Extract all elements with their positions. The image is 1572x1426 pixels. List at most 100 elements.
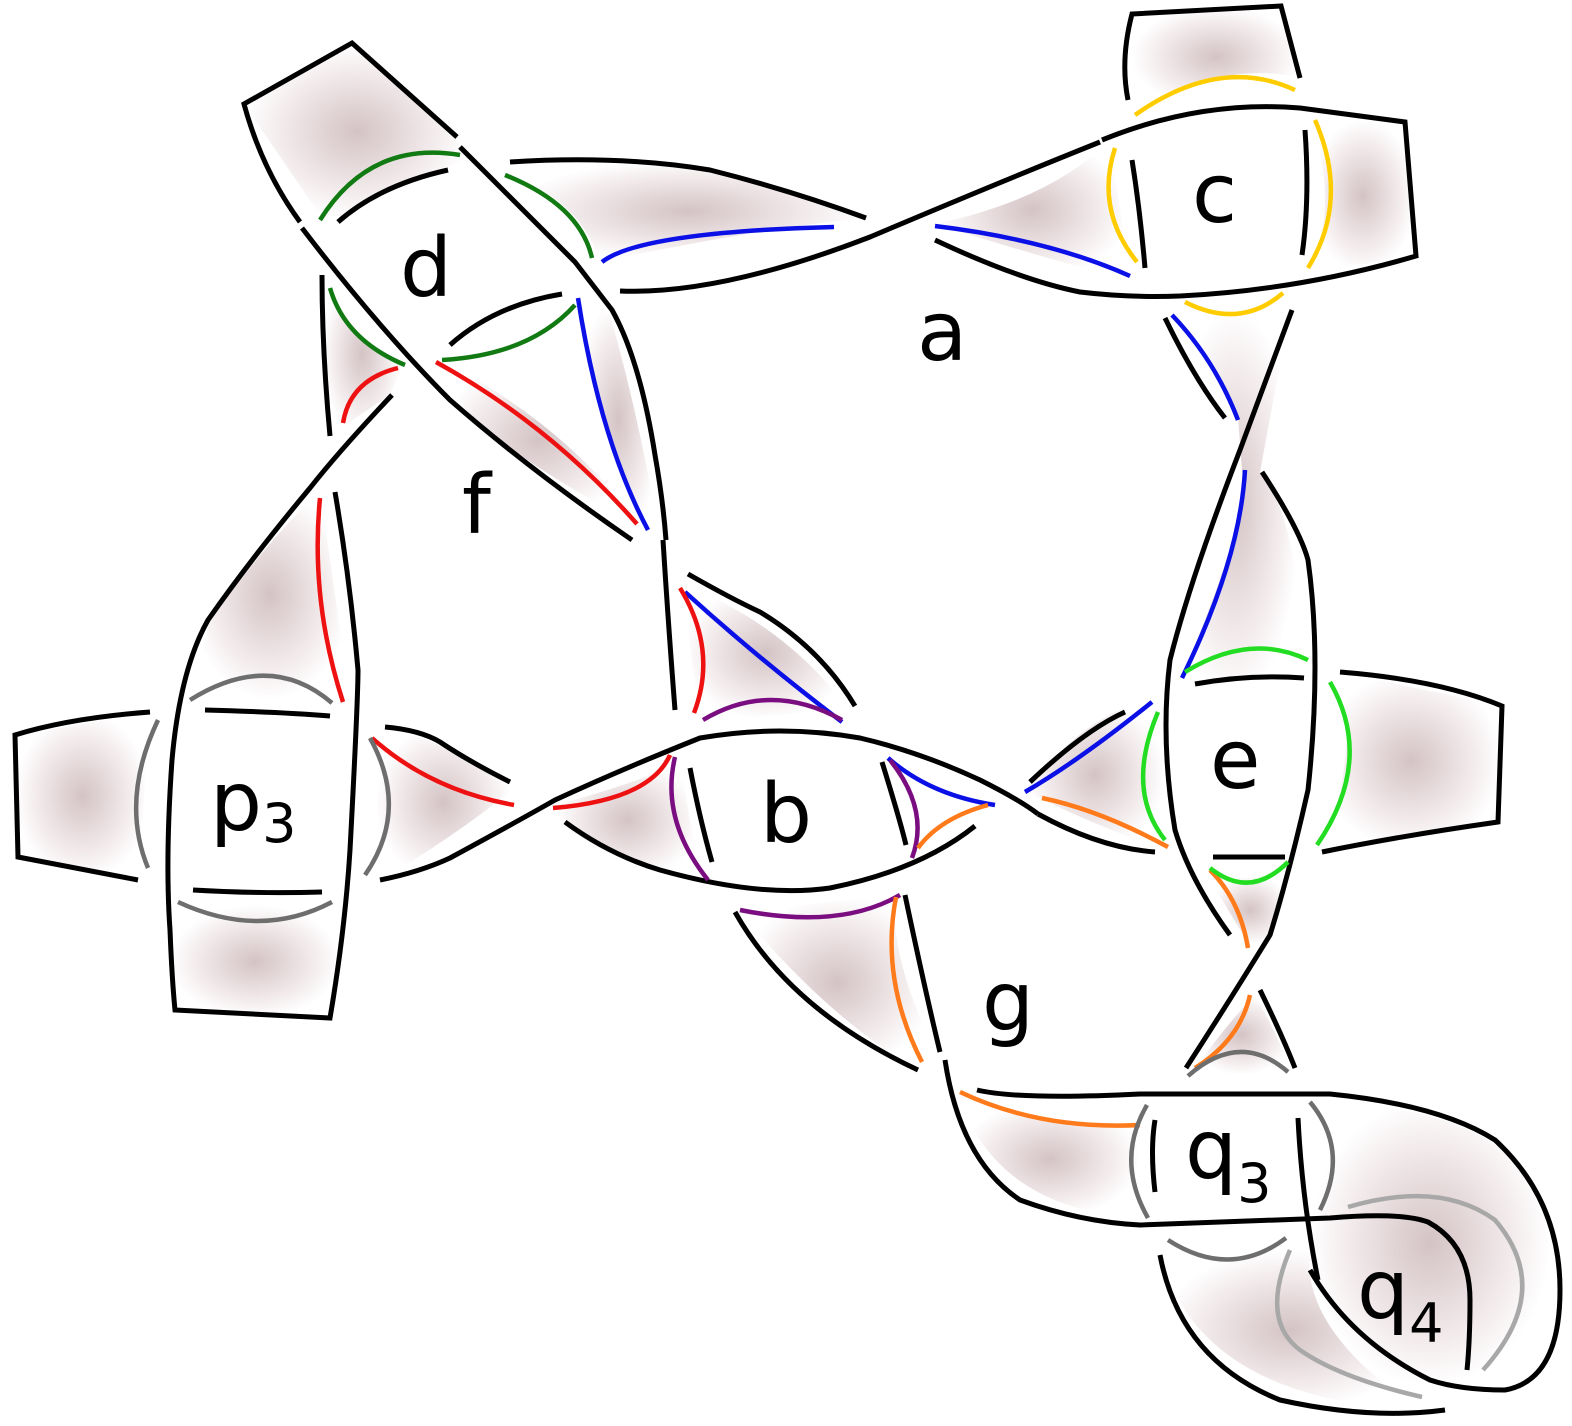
outline-a-top <box>509 157 867 221</box>
ribbon-c-top <box>1132 6 1300 108</box>
outline-c-left-bar <box>1129 159 1148 269</box>
arc-lightgray-q4-inner <box>1274 1249 1423 1400</box>
arc-gray-q3-bottom <box>1166 1236 1288 1262</box>
ribbon-g-left <box>740 895 935 1070</box>
outline-p3-left-flap <box>12 709 151 883</box>
region-labels: a b c d e f g p3 q3 q4 <box>210 147 1443 1355</box>
arc-blue-e-top <box>1170 313 1241 421</box>
arc-purple-b-right <box>888 758 920 859</box>
arc-yellow-c-top <box>1133 74 1296 117</box>
label-a: a <box>917 285 967 380</box>
arc-gray-p3-top <box>188 673 334 705</box>
outline-b-left-bar <box>687 767 715 863</box>
outline-g-right-strand <box>902 894 943 1053</box>
outline-q3-top-right <box>1257 988 1298 1069</box>
arc-gray-q3-left <box>1129 1103 1150 1220</box>
outline-d-diagonal <box>458 145 669 541</box>
arc-gray-q3-right <box>1308 1100 1336 1212</box>
outline-q4-bottom <box>1157 1254 1446 1416</box>
outline-b-right-bar <box>879 761 909 846</box>
ribbon-p3-left <box>15 712 150 880</box>
arc-red-b-center <box>552 754 673 811</box>
ribbon-q4 <box>1310 1100 1550 1386</box>
outline-d-left-bar <box>319 274 333 437</box>
outline-b-bottom <box>563 819 977 894</box>
label-q4-base: q <box>1357 1243 1409 1338</box>
arc-lightgray-q4-outer <box>1347 1193 1525 1372</box>
arc-dark-green-4 <box>441 303 577 363</box>
ribbon-outlines <box>12 3 1563 1416</box>
outline-b-top-arc <box>686 571 858 708</box>
arc-red-b-left <box>370 736 515 808</box>
label-g: g <box>982 955 1034 1050</box>
outline-c-right-bar <box>1299 129 1310 256</box>
label-q3: q3 <box>1185 1103 1271 1215</box>
ribbon-q3-bottom <box>1160 1250 1420 1410</box>
arc-blue-a <box>600 224 835 264</box>
outline-q3-left-bar <box>1150 1119 1158 1193</box>
arc-purple-b-bottom <box>739 893 902 920</box>
outline-p3-top-bar <box>204 707 331 719</box>
outline-e-right-flap <box>1321 669 1505 855</box>
ribbon-e-right <box>1320 672 1502 850</box>
ribbon-p3-top <box>190 490 350 700</box>
label-q3-sub: 3 <box>1237 1152 1271 1215</box>
arc-blue-b-right <box>886 756 996 808</box>
outline-b-left-upper <box>384 724 512 785</box>
ribbon-e-left <box>1025 700 1165 850</box>
ribbon-f-center <box>440 360 636 520</box>
outline-b-left-lower <box>379 728 1040 883</box>
arc-blue-e-left <box>1023 700 1154 794</box>
outline-d-flap <box>241 39 459 224</box>
arc-orange-e-left <box>1041 795 1170 849</box>
arc-green-e-right <box>1315 680 1352 847</box>
arc-gray-p3-left <box>133 719 161 869</box>
ribbon-b-center <box>555 760 700 880</box>
arc-yellow-c-left <box>1106 147 1139 264</box>
arc-green-e-top <box>1183 646 1309 674</box>
outline-d-inner-arc <box>448 291 563 347</box>
outline-d-mid-arc <box>336 167 449 224</box>
arc-red-f <box>434 360 639 526</box>
ribbon-c-right <box>1310 120 1416 272</box>
label-e: e <box>1210 713 1260 808</box>
label-f: f <box>462 458 493 553</box>
ribbon-b-top <box>682 585 850 720</box>
outline-q3-right-bar <box>1295 1117 1321 1281</box>
ribbon-shading <box>15 6 1550 1410</box>
outline-e-left-strand <box>1162 316 1227 420</box>
outline-q3-left-loop <box>942 1059 1473 1371</box>
ribbon-d-top <box>244 43 470 220</box>
outline-e-right-strand <box>1183 470 1318 1070</box>
arc-orange-e-bottom <box>1208 868 1251 949</box>
label-p3-sub: 3 <box>262 792 296 855</box>
outline-e-diagonal <box>1163 309 1295 937</box>
outline-g-strand <box>732 910 920 1073</box>
outline-c-bottom <box>933 237 1181 299</box>
arc-red-d <box>340 365 399 424</box>
label-p3-base: p <box>210 755 262 850</box>
arc-gray-p3-right <box>363 736 392 877</box>
outline-a-bottom <box>619 139 1101 294</box>
ribbon-d-left <box>322 275 402 435</box>
outline-e-top-bar <box>1194 674 1305 687</box>
arc-orange-g <box>889 896 925 1064</box>
arc-purple-b-left <box>669 756 710 882</box>
outline-q3-top <box>976 1087 1563 1393</box>
arc-dark-green-2 <box>504 172 595 259</box>
label-q3-base: q <box>1185 1103 1237 1198</box>
arc-blue-b-top <box>683 590 844 724</box>
arc-purple-b-top <box>701 697 844 722</box>
ribbon-e-top <box>1168 310 1300 700</box>
outline-c-top <box>1122 3 1303 101</box>
arc-gray-q3-top <box>1186 1049 1290 1078</box>
arc-blue-e-long <box>1179 469 1248 679</box>
arc-yellow-c-right <box>1306 119 1334 270</box>
ribbon-q3-left <box>960 1100 1140 1218</box>
arc-green-e-left <box>1140 711 1167 842</box>
label-q4: q4 <box>1357 1243 1443 1355</box>
outline-b-center-strand <box>660 539 678 711</box>
arc-dark-green-3 <box>327 287 406 368</box>
